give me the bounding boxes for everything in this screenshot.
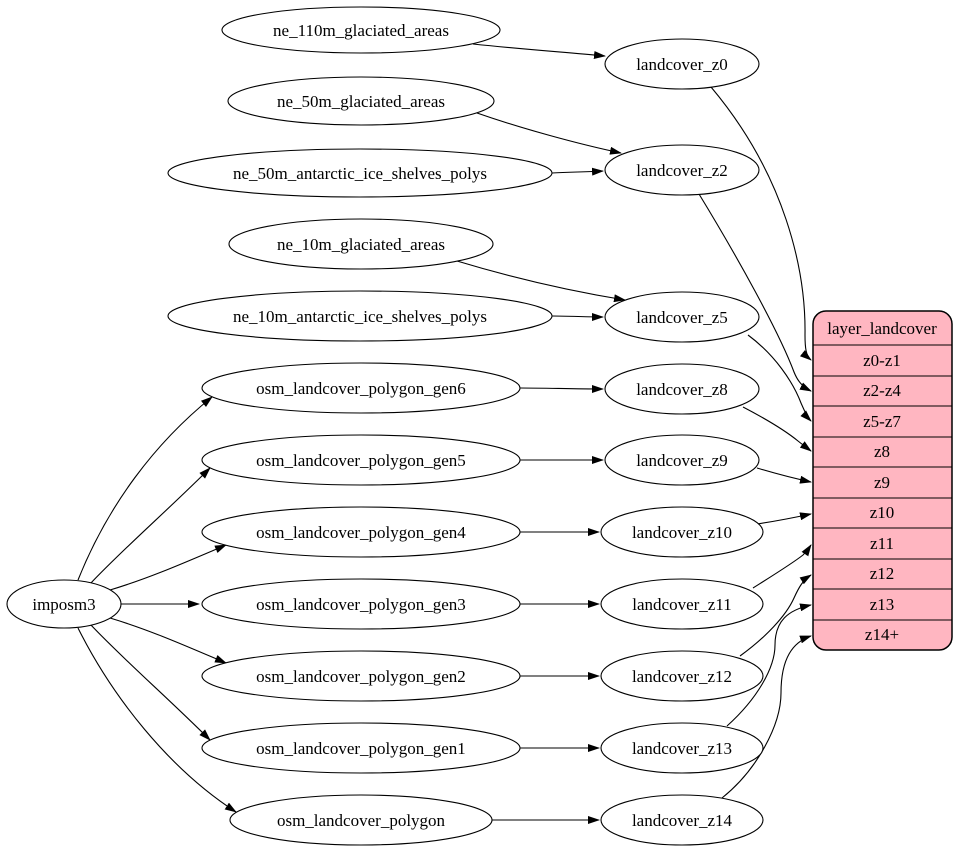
edge-imposm3-to-osm-landcover-polygon-gen2 [109,617,227,664]
edge-ne-110m-glaciated-areas-to-landcover-z0 [472,43,606,59]
record-row-z8: z8 [874,442,890,461]
record-row-z14-plus: z14+ [865,625,899,644]
node-landcover-z13: landcover_z13 [600,722,764,774]
edge-landcover-z2-to-row-z2-z4 [698,193,812,392]
node-label: osm_landcover_polygon_gen5 [256,451,466,470]
node-label: osm_landcover_polygon_gen3 [256,595,466,614]
node-label: ne_50m_glaciated_areas [277,92,445,111]
node-label: ne_10m_antarctic_ice_shelves_polys [233,307,487,326]
record-row-z0-z1: z0-z1 [863,351,901,370]
node-ne-50m-antarctic-ice-shelves-polys: ne_50m_antarctic_ice_shelves_polys [167,148,553,198]
edge-landcover-z9-to-row-z9 [756,467,812,484]
record-row-z13: z13 [870,595,895,614]
edge-landcover-z13-to-row-z13 [726,603,812,727]
edge-landcover-z14-to-row-z14-plus [721,635,812,799]
node-landcover-z14: landcover_z14 [600,794,764,846]
edge-ne-10m-antarctic-ice-shelves-polys-to-landcover-z5 [551,312,604,321]
view-nodes-layer: landcover_z0 landcover_z2 landcover_z5 l… [600,38,764,846]
record-row-z11: z11 [870,534,894,553]
node-landcover-z0: landcover_z0 [604,38,760,90]
node-landcover-z9: landcover_z9 [604,434,760,486]
record-row-z12: z12 [870,564,895,583]
node-label: osm_landcover_polygon [277,811,446,830]
edge-ne-10m-glaciated-areas-to-landcover-z5 [456,260,626,303]
edge-landcover-z5-to-row-z5-z7 [747,334,812,422]
record-row-z2-z4: z2-z4 [863,381,901,400]
edge-osm-landcover-polygon-gen6-to-landcover-z8 [519,384,604,393]
record-title: layer_landcover [827,319,937,338]
node-label: osm_landcover_polygon_gen2 [256,667,466,686]
node-label: ne_110m_glaciated_areas [273,21,449,40]
node-label: landcover_z8 [636,380,728,399]
edge-landcover-z11-to-row-z11 [752,544,812,589]
edge-imposm3-to-osm-landcover-polygon-gen5 [89,467,211,585]
node-label: osm_landcover_polygon_gen4 [256,523,466,542]
node-ne-50m-glaciated-areas: ne_50m_glaciated_areas [227,76,495,126]
node-label: ne_50m_antarctic_ice_shelves_polys [233,164,487,183]
node-osm-landcover-polygon-gen5: osm_landcover_polygon_gen5 [201,434,521,486]
edge-landcover-z12-to-row-z12 [739,574,812,657]
node-label: landcover_z2 [636,161,728,180]
edge-imposm3-to-osm-landcover-polygon [77,627,237,813]
node-label: landcover_z12 [632,667,732,686]
edge-ne-50m-antarctic-ice-shelves-polys-to-landcover-z2 [551,167,604,176]
node-label: landcover_z9 [636,451,728,470]
node-label: osm_landcover_polygon_gen6 [256,379,466,398]
edge-imposm3-to-osm-landcover-polygon-gen6 [77,396,213,581]
edge-landcover-z10-to-row-z10 [756,512,812,525]
node-label: landcover_z5 [636,308,728,327]
record-background [812,310,953,651]
node-osm-landcover-polygon-gen4: osm_landcover_polygon_gen4 [201,506,521,558]
edge-imposm3-to-osm-landcover-polygon-gen1 [89,623,211,741]
source-nodes-layer: ne_110m_glaciated_areas ne_50m_glaciated… [167,6,553,846]
node-osm-landcover-polygon: osm_landcover_polygon [229,794,493,846]
edge-landcover-z0-to-row-z0-z1 [710,86,812,361]
edge-landcover-z8-to-row-z8 [742,406,812,452]
node-landcover-z8: landcover_z8 [604,363,760,415]
record-row-z5-z7: z5-z7 [863,412,901,431]
node-ne-10m-antarctic-ice-shelves-polys: ne_10m_antarctic_ice_shelves_polys [167,290,553,342]
node-ne-110m-glaciated-areas: ne_110m_glaciated_areas [221,6,501,54]
node-imposm3: imposm3 [6,579,122,629]
node-ne-10m-glaciated-areas: ne_10m_glaciated_areas [228,218,494,270]
node-landcover-z10: landcover_z10 [600,506,764,558]
node-osm-landcover-polygon-gen6: osm_landcover_polygon_gen6 [201,362,521,414]
record-row-z10: z10 [870,503,895,522]
node-landcover-z5: landcover_z5 [604,291,760,343]
record-row-z9: z9 [874,473,890,492]
node-label: landcover_z13 [632,739,732,758]
node-label: landcover_z0 [636,55,728,74]
record-row-separators [813,344,952,621]
edge-imposm3-to-osm-landcover-polygon-gen4 [109,544,227,591]
node-osm-landcover-polygon-gen1: osm_landcover_polygon_gen1 [201,722,521,774]
node-osm-landcover-polygon-gen3: osm_landcover_polygon_gen3 [201,578,521,630]
record-layer-landcover: layer_landcover z0-z1 z2-z4 z5-z7 z8 z9 … [812,310,953,651]
edge-ne-50m-glaciated-areas-to-landcover-z2 [476,112,622,155]
node-landcover-z2: landcover_z2 [604,144,760,196]
node-label: osm_landcover_polygon_gen1 [256,739,466,758]
node-label: landcover_z10 [632,523,732,542]
edges-layer [77,43,812,824]
node-osm-landcover-polygon-gen2: osm_landcover_polygon_gen2 [201,650,521,702]
node-label: ne_10m_glaciated_areas [277,235,445,254]
node-landcover-z11: landcover_z11 [600,578,764,630]
node-landcover-z12: landcover_z12 [600,650,764,702]
node-label: landcover_z11 [632,595,731,614]
node-label: imposm3 [32,595,95,614]
node-label: landcover_z14 [632,811,733,830]
